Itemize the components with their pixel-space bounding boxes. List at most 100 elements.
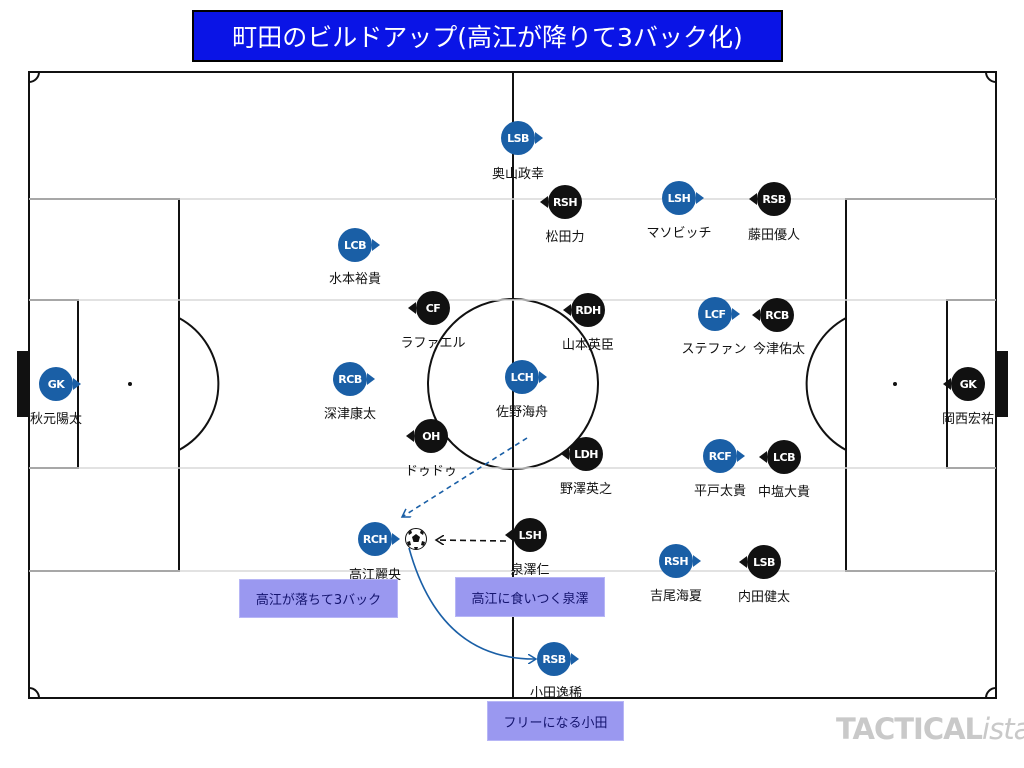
position-label: CF bbox=[416, 291, 450, 325]
position-label: LSH bbox=[513, 518, 547, 552]
player-name: 秋元陽太 bbox=[29, 412, 83, 427]
direction-arrow-icon bbox=[739, 556, 747, 568]
position-label: GK bbox=[951, 367, 985, 401]
player-name: 平戸太貴 bbox=[693, 484, 747, 499]
direction-arrow-icon bbox=[540, 196, 548, 208]
player-token-lsh-away[interactable]: LSH bbox=[505, 518, 547, 552]
player-token-lcf-home[interactable]: LCF bbox=[698, 297, 740, 331]
right-penalty-arc bbox=[805, 317, 847, 451]
player-name: 深津康太 bbox=[323, 407, 377, 422]
direction-arrow-icon bbox=[406, 430, 414, 442]
direction-arrow-icon bbox=[535, 132, 543, 144]
player-token-cf-away[interactable]: CF bbox=[408, 291, 450, 325]
player-name: 今津佑太 bbox=[752, 342, 806, 357]
player-name: ドゥドゥ bbox=[404, 464, 458, 479]
annotation-drop-to-back-three: 高江が落ちて3バック bbox=[239, 579, 398, 618]
player-token-rsb-away[interactable]: RSB bbox=[749, 182, 791, 216]
position-label: LDH bbox=[569, 437, 603, 471]
soccer-ball-icon bbox=[405, 528, 427, 550]
player-name: 藤田優人 bbox=[747, 228, 801, 243]
player-name: 野澤英之 bbox=[559, 482, 613, 497]
direction-arrow-icon bbox=[539, 371, 547, 383]
drop-pass-arrow bbox=[402, 437, 528, 517]
diagram-title: 町田のビルドアップ(高江が降りて3バック化) bbox=[192, 10, 783, 62]
left-penalty-spot bbox=[128, 382, 132, 386]
player-name: ステファン bbox=[681, 342, 747, 357]
player-name: 内田健太 bbox=[737, 590, 791, 605]
direction-arrow-icon bbox=[759, 451, 767, 463]
direction-arrow-icon bbox=[367, 373, 375, 385]
player-token-ldh-away[interactable]: LDH bbox=[561, 437, 603, 471]
player-token-lsh-home[interactable]: LSH bbox=[662, 181, 704, 215]
direction-arrow-icon bbox=[749, 193, 757, 205]
corner-arc-tr bbox=[985, 71, 997, 83]
player-name: 中塩大貴 bbox=[757, 485, 811, 500]
player-name: 水本裕貴 bbox=[328, 272, 382, 287]
player-token-rcb-home[interactable]: RCB bbox=[333, 362, 375, 396]
player-token-rcb-away[interactable]: RCB bbox=[752, 298, 794, 332]
corner-arc-br bbox=[985, 687, 997, 699]
press-arrow bbox=[436, 540, 507, 541]
position-label: RSB bbox=[757, 182, 791, 216]
position-label: LCB bbox=[338, 228, 372, 262]
direction-arrow-icon bbox=[73, 378, 81, 390]
player-token-gk-home[interactable]: GK bbox=[39, 367, 81, 401]
position-label: LCB bbox=[767, 440, 801, 474]
direction-arrow-icon bbox=[732, 308, 740, 320]
right-goal bbox=[996, 351, 1008, 417]
position-label: LSB bbox=[747, 545, 781, 579]
player-name: 山本英臣 bbox=[561, 338, 615, 353]
direction-arrow-icon bbox=[571, 653, 579, 665]
player-name: マソビッチ bbox=[646, 226, 712, 241]
watermark-logo: TACTICALista bbox=[836, 712, 1024, 746]
direction-arrow-icon bbox=[752, 309, 760, 321]
player-name: 岡西宏祐 bbox=[941, 412, 995, 427]
position-label: LSH bbox=[662, 181, 696, 215]
position-label: GK bbox=[39, 367, 73, 401]
direction-arrow-icon bbox=[561, 448, 569, 460]
player-token-oh-away[interactable]: OH bbox=[406, 419, 448, 453]
position-label: OH bbox=[414, 419, 448, 453]
player-token-rcf-home[interactable]: RCF bbox=[703, 439, 745, 473]
player-token-rsh-home[interactable]: RSH bbox=[659, 544, 701, 578]
direction-arrow-icon bbox=[392, 533, 400, 545]
player-token-lsb-home[interactable]: LSB bbox=[501, 121, 543, 155]
direction-arrow-icon bbox=[696, 192, 704, 204]
player-token-rsh-away[interactable]: RSH bbox=[540, 185, 582, 219]
direction-arrow-icon bbox=[408, 302, 416, 314]
position-label: LSB bbox=[501, 121, 535, 155]
player-name: 泉澤仁 bbox=[510, 563, 550, 578]
player-name: 吉尾海夏 bbox=[649, 589, 703, 604]
player-name: ラファエル bbox=[400, 336, 466, 351]
player-token-lsb-away[interactable]: LSB bbox=[739, 545, 781, 579]
player-token-lcb-home[interactable]: LCB bbox=[338, 228, 380, 262]
position-label: RCB bbox=[333, 362, 367, 396]
direction-arrow-icon bbox=[563, 304, 571, 316]
player-name: 奥山政幸 bbox=[491, 167, 545, 182]
position-label: RCB bbox=[760, 298, 794, 332]
position-label: RSH bbox=[659, 544, 693, 578]
direction-arrow-icon bbox=[943, 378, 951, 390]
corner-arc-bl bbox=[28, 687, 40, 699]
player-name: 佐野海舟 bbox=[495, 405, 549, 420]
right-penalty-spot bbox=[893, 382, 897, 386]
player-token-rdh-away[interactable]: RDH bbox=[563, 293, 605, 327]
corner-arc-tl bbox=[28, 71, 40, 83]
player-token-gk-away[interactable]: GK bbox=[943, 367, 985, 401]
position-label: RCF bbox=[703, 439, 737, 473]
position-label: LCF bbox=[698, 297, 732, 331]
player-token-rsb-home[interactable]: RSB bbox=[537, 642, 579, 676]
annotation-izumisawa-press: 高江に食いつく泉澤 bbox=[455, 577, 605, 617]
position-label: RDH bbox=[571, 293, 605, 327]
left-penalty-arc bbox=[178, 317, 220, 451]
direction-arrow-icon bbox=[372, 239, 380, 251]
player-token-rch-home[interactable]: RCH bbox=[358, 522, 400, 556]
left-goal bbox=[17, 351, 29, 417]
player-token-lch-home[interactable]: LCH bbox=[505, 360, 547, 394]
center-circle bbox=[427, 298, 599, 470]
player-token-lcb-away[interactable]: LCB bbox=[759, 440, 801, 474]
player-name: 松田力 bbox=[545, 230, 585, 245]
annotation-oda-free: フリーになる小田 bbox=[487, 701, 624, 741]
